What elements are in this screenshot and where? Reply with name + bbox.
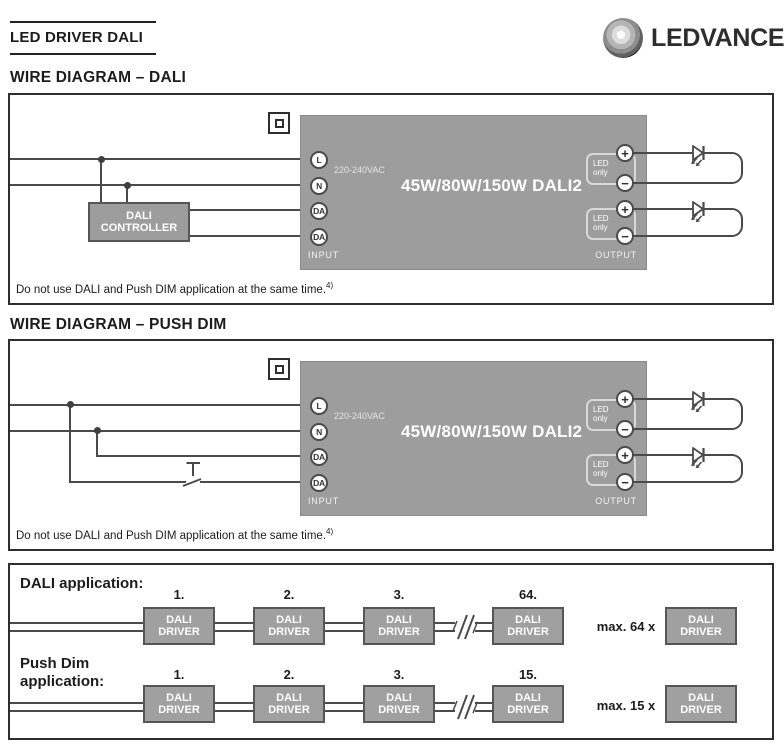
terminal-da2: DA: [310, 474, 328, 492]
led-icon: [691, 201, 705, 222]
dali-driver-box: DALI DRIVER: [253, 685, 325, 723]
line-break-icon: [452, 693, 478, 721]
led-load-loop-2: [625, 454, 743, 483]
wire-diagram-dali-panel: DALI CONTROLLER 45W/80W/150W DALI2 220-2…: [8, 93, 774, 305]
dali-driver-box: DALI DRIVER: [363, 607, 435, 645]
led-driver-box: 45W/80W/150W DALI2 220-240VAC INPUT OUTP…: [300, 115, 647, 270]
controller-feed-l: [100, 159, 102, 203]
switch-wire-left: [69, 481, 186, 483]
dali-controller-box: DALI CONTROLLER: [88, 202, 190, 242]
led-icon: [691, 447, 705, 468]
junction-dot: [124, 182, 131, 189]
led-only-badge: LED only: [586, 208, 636, 240]
led-load-loop-1: [625, 398, 743, 430]
ledvance-lens-icon: [603, 18, 643, 58]
led-driver-box: 45W/80W/150W DALI2 220-240VAC INPUT OUTP…: [300, 361, 647, 516]
mains-wire-n: [10, 430, 312, 432]
dali-driver-box: DALI DRIVER: [253, 607, 325, 645]
driver-number: 2.: [283, 587, 295, 602]
max-count-label: max. 15 x: [596, 698, 656, 713]
driver-number: 64.: [518, 587, 538, 602]
output-minus-terminal: −: [616, 473, 634, 491]
driver-number: 15.: [518, 667, 538, 682]
output-minus-terminal: −: [616, 174, 634, 192]
class-ii-icon: [268, 112, 290, 134]
output-plus-terminal: +: [616, 446, 634, 464]
dali-wire-da1: [190, 209, 312, 211]
class-ii-inner-square: [274, 364, 284, 374]
footnote: Do not use DALI and Push DIM application…: [16, 527, 334, 542]
dali-wire-da2: [190, 235, 312, 237]
heading-wire-diagram-dali: WIRE DIAGRAM – DALI: [10, 69, 187, 86]
max-count-label: max. 64 x: [596, 619, 656, 634]
output-label: OUTPUT: [595, 496, 637, 506]
line-break-icon: [452, 613, 478, 641]
driver-number: 3.: [393, 587, 405, 602]
da-wire: [96, 455, 312, 457]
dali-driver-box: DALI DRIVER: [143, 607, 215, 645]
dali-driver-box: DALI DRIVER: [143, 685, 215, 723]
heading-wire-diagram-pushdim: WIRE DIAGRAM – PUSH DIM: [10, 316, 227, 333]
input-label: INPUT: [308, 250, 339, 260]
controller-feed-n: [126, 185, 128, 203]
driver-number: 1.: [173, 667, 185, 682]
output-label: OUTPUT: [595, 250, 637, 260]
terminal-n: N: [310, 423, 328, 441]
voltage-label: 220-240VAC: [334, 411, 385, 421]
led-icon: [691, 145, 705, 166]
junction-dot: [98, 156, 105, 163]
dali-driver-box: DALI DRIVER: [665, 607, 737, 645]
led-load-loop-1: [625, 152, 743, 184]
terminal-da1: DA: [310, 202, 328, 220]
applications-panel: DALI application: 1. 2. 3. 64. DALI DRIV…: [8, 563, 774, 740]
led-load-loop-2: [625, 208, 743, 237]
switch-wire-right: [200, 481, 312, 483]
mains-wire-l: [10, 158, 312, 160]
terminal-da2: DA: [310, 228, 328, 246]
output-minus-terminal: −: [616, 420, 634, 438]
driver-model-label: 45W/80W/150W DALI2: [401, 176, 583, 195]
pushdim-application-label: Push Dim application:: [20, 655, 105, 690]
brand-wordmark: LEDVANCE: [651, 24, 784, 52]
terminal-n: N: [310, 177, 328, 195]
class-ii-inner-square: [274, 118, 284, 128]
dali-driver-box: DALI DRIVER: [363, 685, 435, 723]
output-plus-terminal: +: [616, 390, 634, 408]
page-title: LED DRIVER DALI: [10, 21, 156, 55]
output-minus-terminal: −: [616, 227, 634, 245]
driver-number: 3.: [393, 667, 405, 682]
wire-diagram-pushdim-panel: 45W/80W/150W DALI2 220-240VAC INPUT OUTP…: [8, 339, 774, 551]
junction-dot: [94, 427, 101, 434]
dali-driver-box: DALI DRIVER: [492, 685, 564, 723]
driver-number: 2.: [283, 667, 295, 682]
switch-branch-vertical: [69, 404, 71, 483]
dali-driver-box: DALI DRIVER: [665, 685, 737, 723]
dali-controller-label: DALI CONTROLLER: [100, 209, 178, 235]
led-only-badge: LED only: [586, 399, 636, 431]
input-label: INPUT: [308, 496, 339, 506]
class-ii-icon: [268, 358, 290, 380]
dali-application-label: DALI application:: [20, 575, 144, 592]
footnote: Do not use DALI and Push DIM application…: [16, 281, 334, 296]
push-button-icon: [182, 462, 202, 487]
output-plus-terminal: +: [616, 200, 634, 218]
led-only-badge: LED only: [586, 454, 636, 486]
mains-wire-n: [10, 184, 312, 186]
voltage-label: 220-240VAC: [334, 165, 385, 175]
driver-model-label: 45W/80W/150W DALI2: [401, 422, 583, 441]
led-only-badge: LED only: [586, 153, 636, 185]
mains-wire-l: [10, 404, 312, 406]
terminal-da1: DA: [310, 448, 328, 466]
terminal-l: L: [310, 397, 328, 415]
led-icon: [691, 391, 705, 412]
output-plus-terminal: +: [616, 144, 634, 162]
junction-dot: [67, 401, 74, 408]
dali-driver-box: DALI DRIVER: [492, 607, 564, 645]
terminal-l: L: [310, 151, 328, 169]
da-branch-vertical: [96, 430, 98, 457]
driver-number: 1.: [173, 587, 185, 602]
